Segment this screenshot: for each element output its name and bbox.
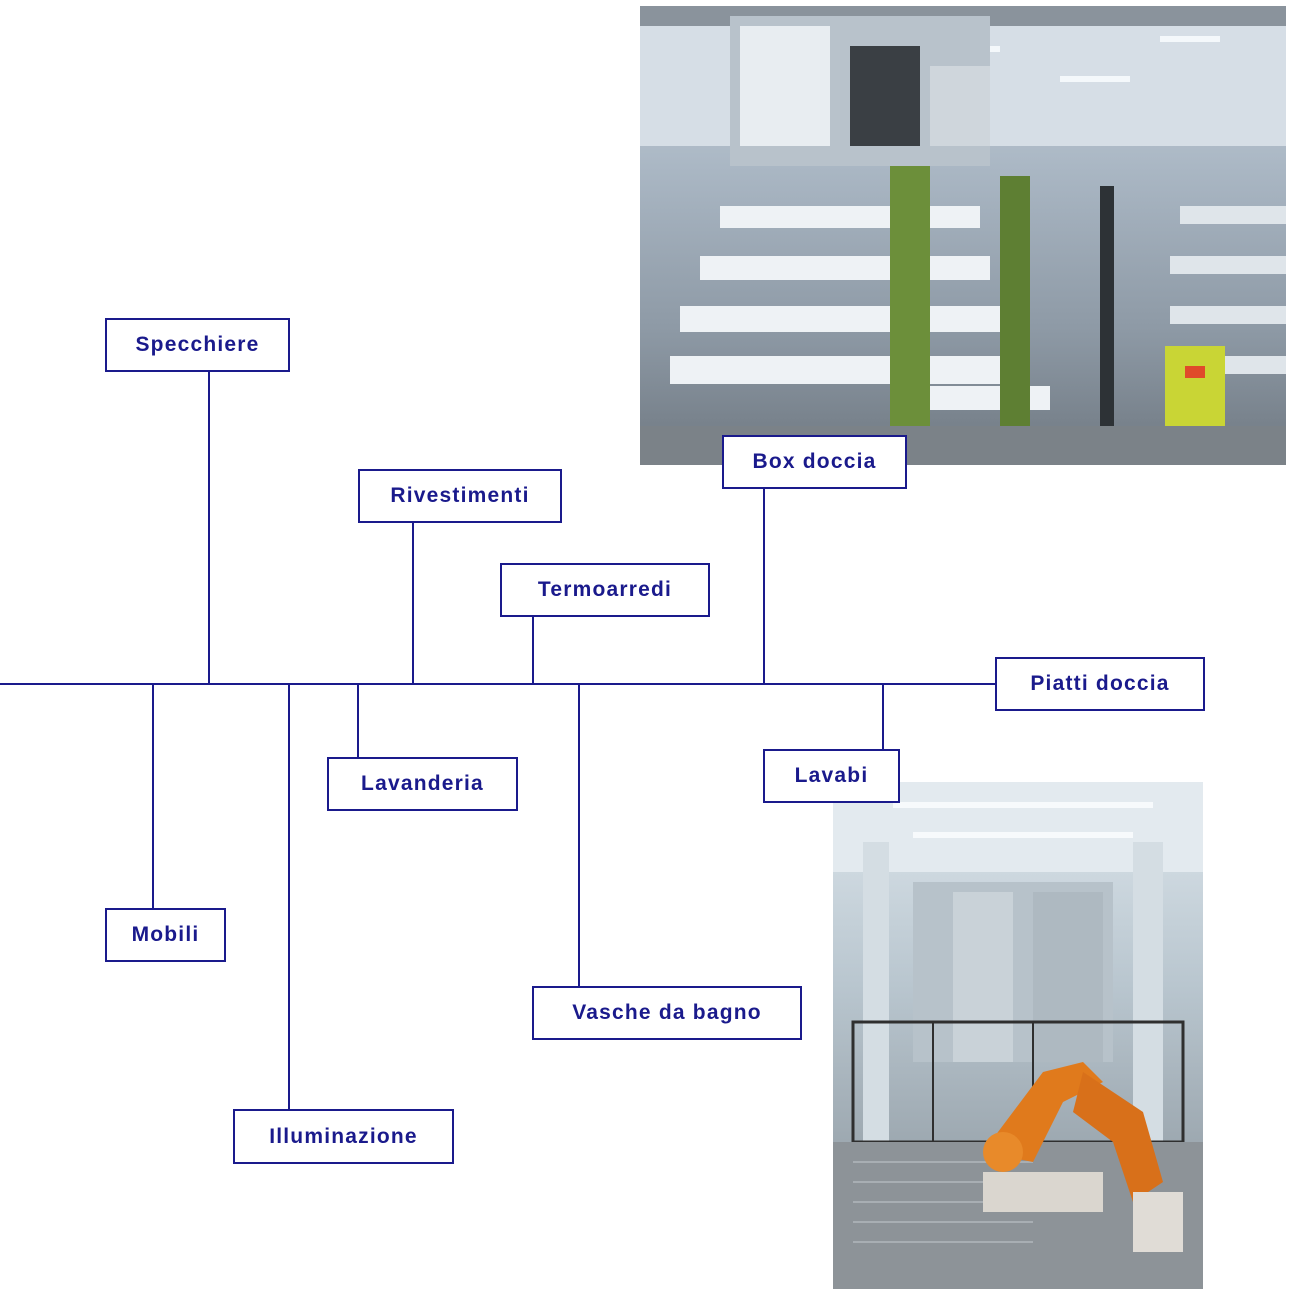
connector-lavanderia [357,684,359,759]
connector-illuminazione [288,684,290,1110]
category-termoarredi: Termoarredi [500,563,710,617]
connector-termoarredi [532,616,534,684]
category-piatti-doccia: Piatti doccia [995,657,1205,711]
warehouse-racks-photo [640,6,1286,465]
connector-lavabi [882,684,884,750]
category-illuminazione: Illuminazione [233,1109,454,1164]
category-specchiere: Specchiere [105,318,290,372]
category-rivestimenti: Rivestimenti [358,469,562,523]
main-axis-line [0,683,997,685]
category-box-doccia: Box doccia [722,435,907,489]
category-lavabi: Lavabi [763,749,900,803]
category-vasche-da-bagno: Vasche da bagno [532,986,802,1040]
connector-vasche [578,684,580,988]
category-lavanderia: Lavanderia [327,757,518,811]
industrial-robot-photo [833,782,1203,1289]
category-mobili: Mobili [105,908,226,962]
connector-mobili [152,684,154,909]
connector-box-doccia [763,488,765,684]
connector-rivestimenti [412,522,414,684]
connector-specchiere [208,371,210,684]
